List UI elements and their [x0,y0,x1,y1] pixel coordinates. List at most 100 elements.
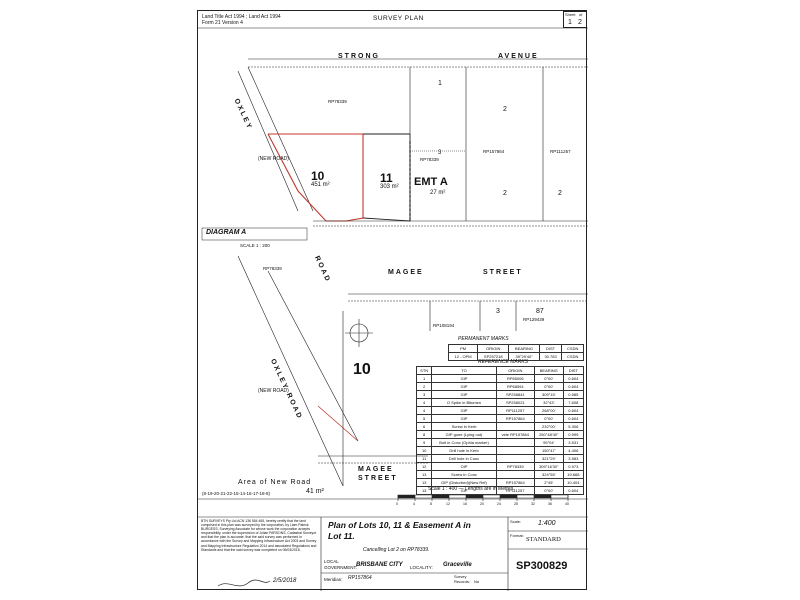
lot-3b: 3 [496,308,500,315]
lot-2a: 2 [503,106,507,113]
government-value: BRISBANE CITY [356,562,403,568]
road-magee-top: MAGEE [388,269,424,276]
act-line-2: Form 21 Version 4 [202,20,243,26]
rp-far: RP111257 [550,149,571,154]
scale-tick: 16 [463,502,467,506]
surveyor-certificate: BTN SURVEYS Pty Ltd ACN 136 554 465, her… [201,519,317,552]
rm-header: DIST [562,366,585,375]
permanent-marks-table: PM ORIGIN BEARING DIST CSDN 12 - OPM SP2… [447,344,584,361]
plan-title-line1: Plan of Lots 10, 11 & Easement A in [328,520,471,530]
format-field-value: STANDARD [526,536,561,543]
diagram-a-title: DIAGRAM A [206,229,247,236]
scale-tick: 4 [413,502,415,506]
reference-marks-title: REFERENCE MARKS [478,359,529,365]
rp-bottom-2: RP129439 [523,317,545,322]
rm-header: TO [431,366,497,375]
rp-bottom-1: RP108194 [433,323,455,328]
scale-tick: 8 [430,502,432,506]
road-street-bottom: STREET [358,475,398,482]
plan-title-line2: Lot 11. [328,531,355,541]
scale-tick: 28 [514,502,518,506]
lot-2b: 2 [503,190,507,197]
pm-header: DIST [538,344,563,353]
survey-label: Survey [454,574,467,579]
sheet-num: 1 [568,19,572,26]
cancelling-note: Cancelling Lot 2 on RP78339. [363,547,430,553]
government-label: GOVERNMENT: [324,565,358,570]
sheet-of: of [579,12,583,17]
act-line-1: Land Title Act 1994 ; Land Act 1994 [202,14,281,20]
scale-field-value: 1:400 [538,520,556,527]
locality-label: LOCALITY: [410,565,433,570]
scale-tick: 24 [497,502,501,506]
scale-field-label: Scale: [510,519,522,524]
permanent-marks-title: PERMANENT MARKS [458,336,509,342]
survey-plan-sheet: Land Title Act 1994 ; Land Act 1994 Form… [197,10,588,591]
locality-value: Graceville [443,562,472,568]
pm-header: PM [447,344,479,353]
pm-header: BEARING [508,344,540,353]
lot-3: 3 [438,150,442,156]
scale-tick: 12 [446,502,450,506]
rm-header: ORIGIN [495,366,535,375]
plan-drawing [198,27,588,591]
rp-mid: RP78339 [420,157,439,162]
lot10-area: 451 m² [311,182,330,188]
lot11-area: 303 m² [380,184,399,190]
records-label: Records: [454,579,471,584]
rm-header: STN [415,366,433,375]
rm-header: BEARING [533,366,564,375]
meridian-label: Meridian: [324,577,343,582]
scale-label: Scale 1 : 400 — Lengths are in Metres. [428,486,515,492]
new-road-area-value: 41 m² [306,488,324,495]
rp-diagram: RP78339 [263,266,282,271]
scale-tick: 0 [396,502,398,506]
scale-tick: 20 [480,502,484,506]
lot11-number: 11 [380,171,393,185]
pm-header: ORIGIN [477,344,510,353]
lot-2-far: 2 [558,190,562,197]
diagram-a-scale: SCALE 1 : 200 [240,243,270,248]
road-magee-bottom: MAGEE [358,466,394,473]
new-road-top: (NEW ROAD) [258,156,289,162]
table-row: 12 - OPM SP257218 39°29'40" 30.783 CSDN [447,352,584,361]
road-strong: STRONG [338,53,380,60]
sheet-label: Sheet [565,12,576,17]
lot-1: 1 [438,80,442,87]
road-street-top: STREET [483,269,523,276]
lot10-diagram-number: 10 [353,361,371,378]
sheet-total: 2 [578,19,582,26]
new-road-area-label: Area of New Road [238,479,312,486]
lot-87: 87 [536,308,544,315]
easement-area: 27 m² [430,190,446,196]
format-field-label: Format: [510,533,524,538]
rp-right: RP157864 [483,149,505,154]
easement-label: EMT A [414,176,448,188]
road-avenue: AVENUE [498,53,539,60]
records-value: No [474,579,480,584]
rp-top: RP78339 [328,99,347,104]
new-road-bottom: (NEW ROAD) [258,388,289,394]
scale-tick: 40 [565,502,569,506]
scale-tick: 32 [531,502,535,506]
sheet-box [563,11,587,28]
meridian-value: RP157864 [348,575,372,581]
new-road-sequence: (8-19-20-21-22-15-14-16-17-18-8) [202,491,271,496]
local-label: LOCAL [324,559,339,564]
scale-tick: 36 [548,502,552,506]
pm-header: CSDN [561,344,584,353]
plan-heading: SURVEY PLAN [373,15,424,22]
